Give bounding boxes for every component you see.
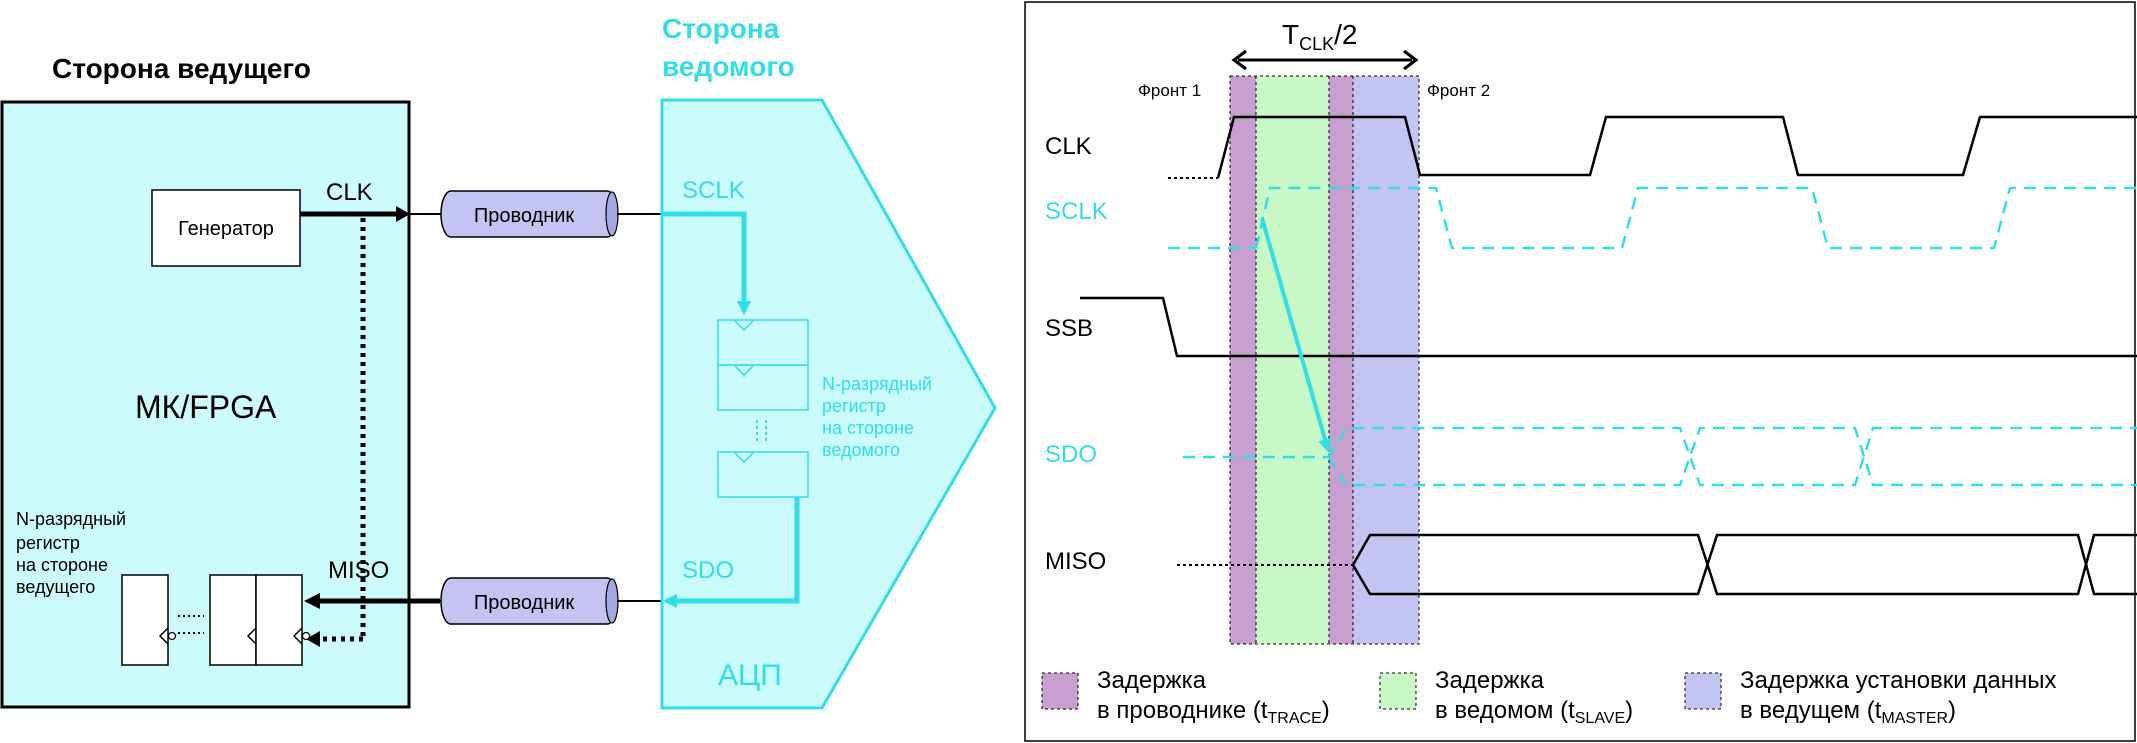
slave-side-title: Сторона ведомого [662, 13, 795, 82]
sdo-waveform-top [1327, 426, 2137, 487]
master-side: Сторона ведущего МК/FPGA Генератор CLK M… [0, 53, 440, 709]
sclk-path [662, 211, 751, 315]
legend-slave-line1: Задержка [1435, 667, 1545, 694]
signal-ssb-label: SSB [1045, 315, 1093, 342]
legend-trace-line2: в проводнике (tTRACE) [1097, 697, 1330, 727]
legend-slave-swatch [1379, 672, 1417, 710]
edge1-label: Фронт 1 [1138, 81, 1201, 100]
miso-arrowhead [304, 593, 320, 609]
legend-slave-line2: в ведомом (tSLAVE) [1435, 697, 1633, 727]
master-register-cell-1 [121, 574, 169, 666]
ssb-waveform [1080, 296, 2137, 358]
clk-label: CLK [326, 179, 373, 206]
wire-bottom-label: Проводник [474, 592, 575, 614]
generator-block [151, 189, 301, 267]
wire-bottom: Проводник [440, 577, 619, 625]
miso-label: MISO [328, 557, 389, 584]
half-period-label: TCLK/2 [1282, 19, 1357, 54]
slave-side: Сторона ведомого АЦП SCLK SDO N-разрядны… [660, 13, 997, 710]
signal-sclk-label: SCLK [1045, 198, 1108, 225]
slave-register-label: N-разрядный регистр на стороне ведомого [822, 374, 937, 460]
master-register-cell-2 [209, 574, 257, 666]
slave-band [1256, 76, 1329, 644]
legend-master-line2: в ведущем (tMASTER) [1740, 697, 1956, 727]
sclk-to-sdo-arrow [1260, 217, 1332, 453]
signal-clk-label: CLK [1045, 133, 1092, 160]
miso-waveform-top [1351, 533, 2137, 596]
clk-waveform [1216, 115, 2137, 179]
sdo-label: SDO [682, 557, 734, 584]
sclk-label: SCLK [682, 177, 745, 204]
wire-top: Проводник [440, 190, 619, 238]
master-register-cell-3 [255, 574, 303, 666]
legend-trace-swatch [1041, 672, 1079, 710]
adc-label: АЦП [718, 659, 782, 692]
signal-miso-label: MISO [1045, 548, 1106, 575]
signal-sdo-label: SDO [1045, 441, 1097, 468]
trace-band-2 [1329, 76, 1353, 644]
timing-frame [1024, 1, 2136, 742]
sdo-path [663, 497, 800, 608]
wire-top-label: Проводник [474, 205, 575, 227]
device-label: МК/FPGA [135, 389, 277, 425]
sdo-waveform-bottom [1327, 426, 2137, 487]
generator-label: Генератор [178, 218, 274, 240]
clk-arrowhead [396, 206, 410, 222]
slave-register-cell-3 [717, 451, 809, 498]
edge2-label: Фронт 2 [1427, 81, 1490, 100]
miso-waveform-bottom [1351, 533, 2137, 596]
trace-band-1 [1230, 76, 1256, 644]
legend-master-line1: Задержка установки данных [1740, 667, 2056, 694]
master-side-title: Сторона ведущего [52, 53, 311, 84]
master-band [1353, 76, 1419, 644]
slave-register-cell-1 [717, 319, 809, 366]
legend-trace-line1: Задержка [1097, 667, 1207, 694]
sclk-waveform [1254, 186, 2137, 250]
timing-panel: TCLK/2 Фронт 1 Фронт 2 CLK SCLK SSB SDO … [1024, 1, 2137, 742]
master-register-label: N-разрядный регистр на стороне ведущего [16, 509, 131, 597]
legend: Задержка в проводнике (tTRACE) Задержка … [1041, 667, 2056, 727]
slave-register-cell-2 [717, 364, 809, 411]
legend-master-swatch [1684, 672, 1722, 710]
